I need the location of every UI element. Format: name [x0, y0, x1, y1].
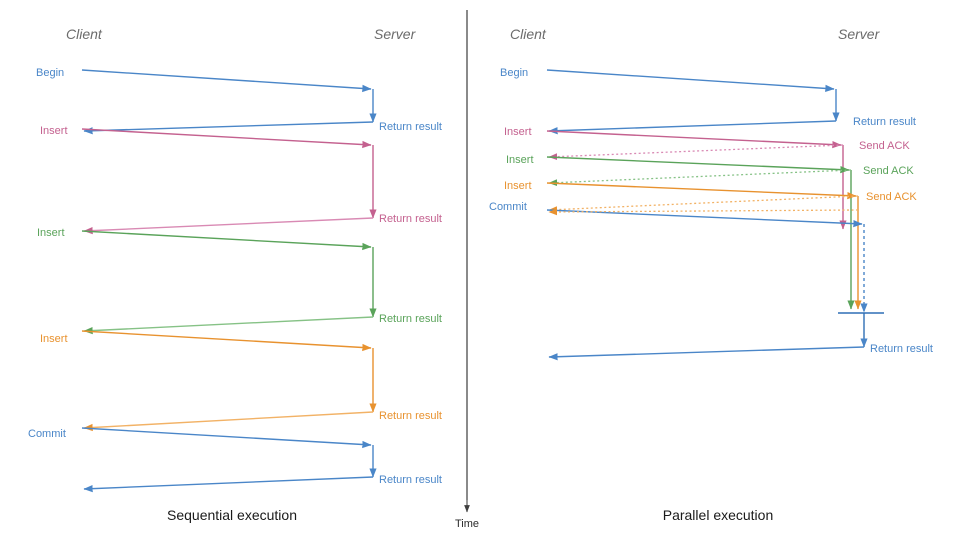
return-arrow-begin: [548, 120, 837, 135]
client-lane-header-parallel: Client: [510, 26, 547, 42]
return-arrow-commit: [83, 476, 374, 493]
server-lane-header: Server: [374, 26, 417, 42]
return-arrow-insert: [83, 217, 374, 235]
parallel-message-begin-0: Return result Begin: [500, 67, 916, 135]
final-return-arrow: [548, 346, 865, 361]
ack-label-3: Send ACK: [866, 191, 917, 203]
ack-label-2: Send ACK: [863, 165, 914, 177]
server-lane-header-parallel: Server: [838, 26, 881, 42]
time-axis: Time: [455, 10, 479, 530]
message-label-insert-1: Insert: [504, 126, 532, 138]
request-arrow-insert: [81, 230, 372, 251]
return-label-begin: Return result: [853, 116, 916, 128]
return-label-insert: Return result: [379, 410, 442, 422]
message-label-begin-0: Begin: [500, 67, 528, 79]
return-arrow-insert: [83, 316, 374, 335]
ack-arrow-insert-1: [548, 144, 844, 161]
request-arrow-begin: [546, 69, 835, 93]
ack-arrow-insert-3: [548, 195, 859, 214]
message-label-insert-2: Insert: [506, 154, 534, 166]
parallel-message-insert-3: Send ACK Insert: [504, 180, 917, 310]
join-group: Return result: [548, 312, 933, 361]
request-arrow-commit: [546, 209, 863, 228]
request-arrow-insert: [546, 130, 842, 149]
request-arrow-commit: [81, 427, 372, 449]
request-arrow-insert: [546, 156, 850, 174]
message-label-commit-4: Commit: [489, 201, 527, 213]
return-label-begin: Return result: [379, 121, 442, 133]
return-label-insert: Return result: [379, 313, 442, 325]
time-axis-label: Time: [455, 518, 479, 530]
message-label-insert: Insert: [37, 227, 65, 239]
message-label-insert: Insert: [40, 125, 68, 137]
request-arrow-insert: [81, 330, 372, 352]
return-arrow-insert: [83, 411, 374, 432]
ack-label-1: Send ACK: [859, 140, 910, 152]
final-return-label: Return result: [870, 343, 933, 355]
request-arrow-insert: [546, 182, 857, 200]
message-label-insert-3: Insert: [504, 180, 532, 192]
ack-arrow-commit-orange: [548, 208, 859, 216]
ack-arrow-insert-2: [548, 169, 852, 187]
message-label-commit: Commit: [28, 428, 66, 440]
parallel-message-insert-2: Send ACK Insert: [506, 154, 914, 310]
parallel-message-commit-4: Commit: [489, 201, 868, 313]
panel-caption-sequential: Sequential execution: [167, 507, 297, 523]
message-label-begin: Begin: [36, 67, 64, 79]
return-label-commit: Return result: [379, 474, 442, 486]
parallel-message-insert-1: Send ACK Insert: [504, 126, 910, 230]
request-arrow-begin: [81, 69, 372, 93]
panel-caption-parallel: Parallel execution: [663, 507, 774, 523]
return-label-insert: Return result: [379, 213, 442, 225]
request-arrow-insert: [81, 128, 372, 149]
message-label-insert: Insert: [40, 333, 68, 345]
return-arrow-begin: [83, 121, 374, 135]
client-lane-header: Client: [66, 26, 103, 42]
